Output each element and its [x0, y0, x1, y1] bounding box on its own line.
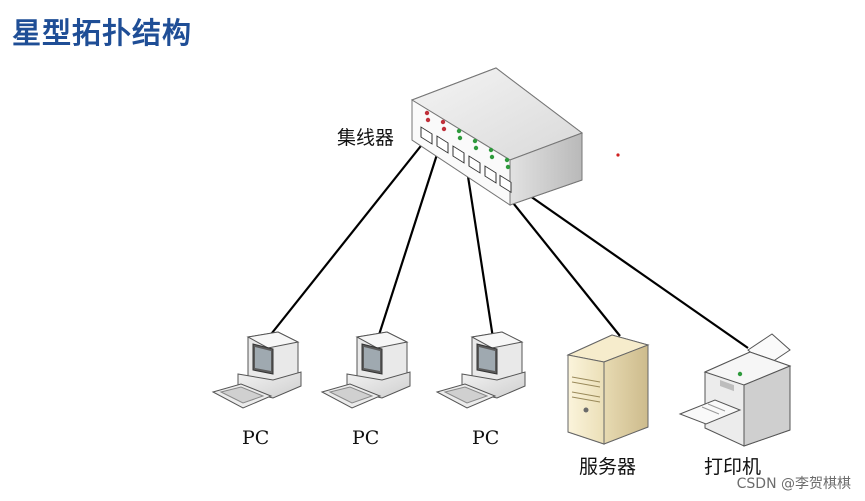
printer-device: [678, 333, 792, 447]
watermark-text: CSDN @李贺棋棋: [736, 476, 851, 492]
server-label: 服务器: [579, 456, 637, 478]
cable-pc-3: [463, 156, 495, 339]
server-device: [566, 334, 650, 445]
pc-2: [320, 331, 411, 409]
printer-label: 打印机: [704, 456, 762, 478]
cable-printer: [509, 181, 749, 349]
cable-pc-2: [376, 141, 443, 339]
hub-ports: [420, 126, 512, 194]
pc-3-label: PC: [472, 427, 500, 449]
hub-leds: [424, 110, 511, 170]
hub-device: [410, 67, 584, 206]
cable-pc-1: [267, 136, 429, 339]
page-title: 星型拓扑结构: [12, 16, 193, 50]
pc-3: [435, 331, 526, 409]
pc-1: [211, 331, 302, 409]
pc-1-label: PC: [242, 427, 270, 449]
pc-2-label: PC: [352, 427, 380, 449]
hub-label: 集线器: [337, 127, 395, 149]
